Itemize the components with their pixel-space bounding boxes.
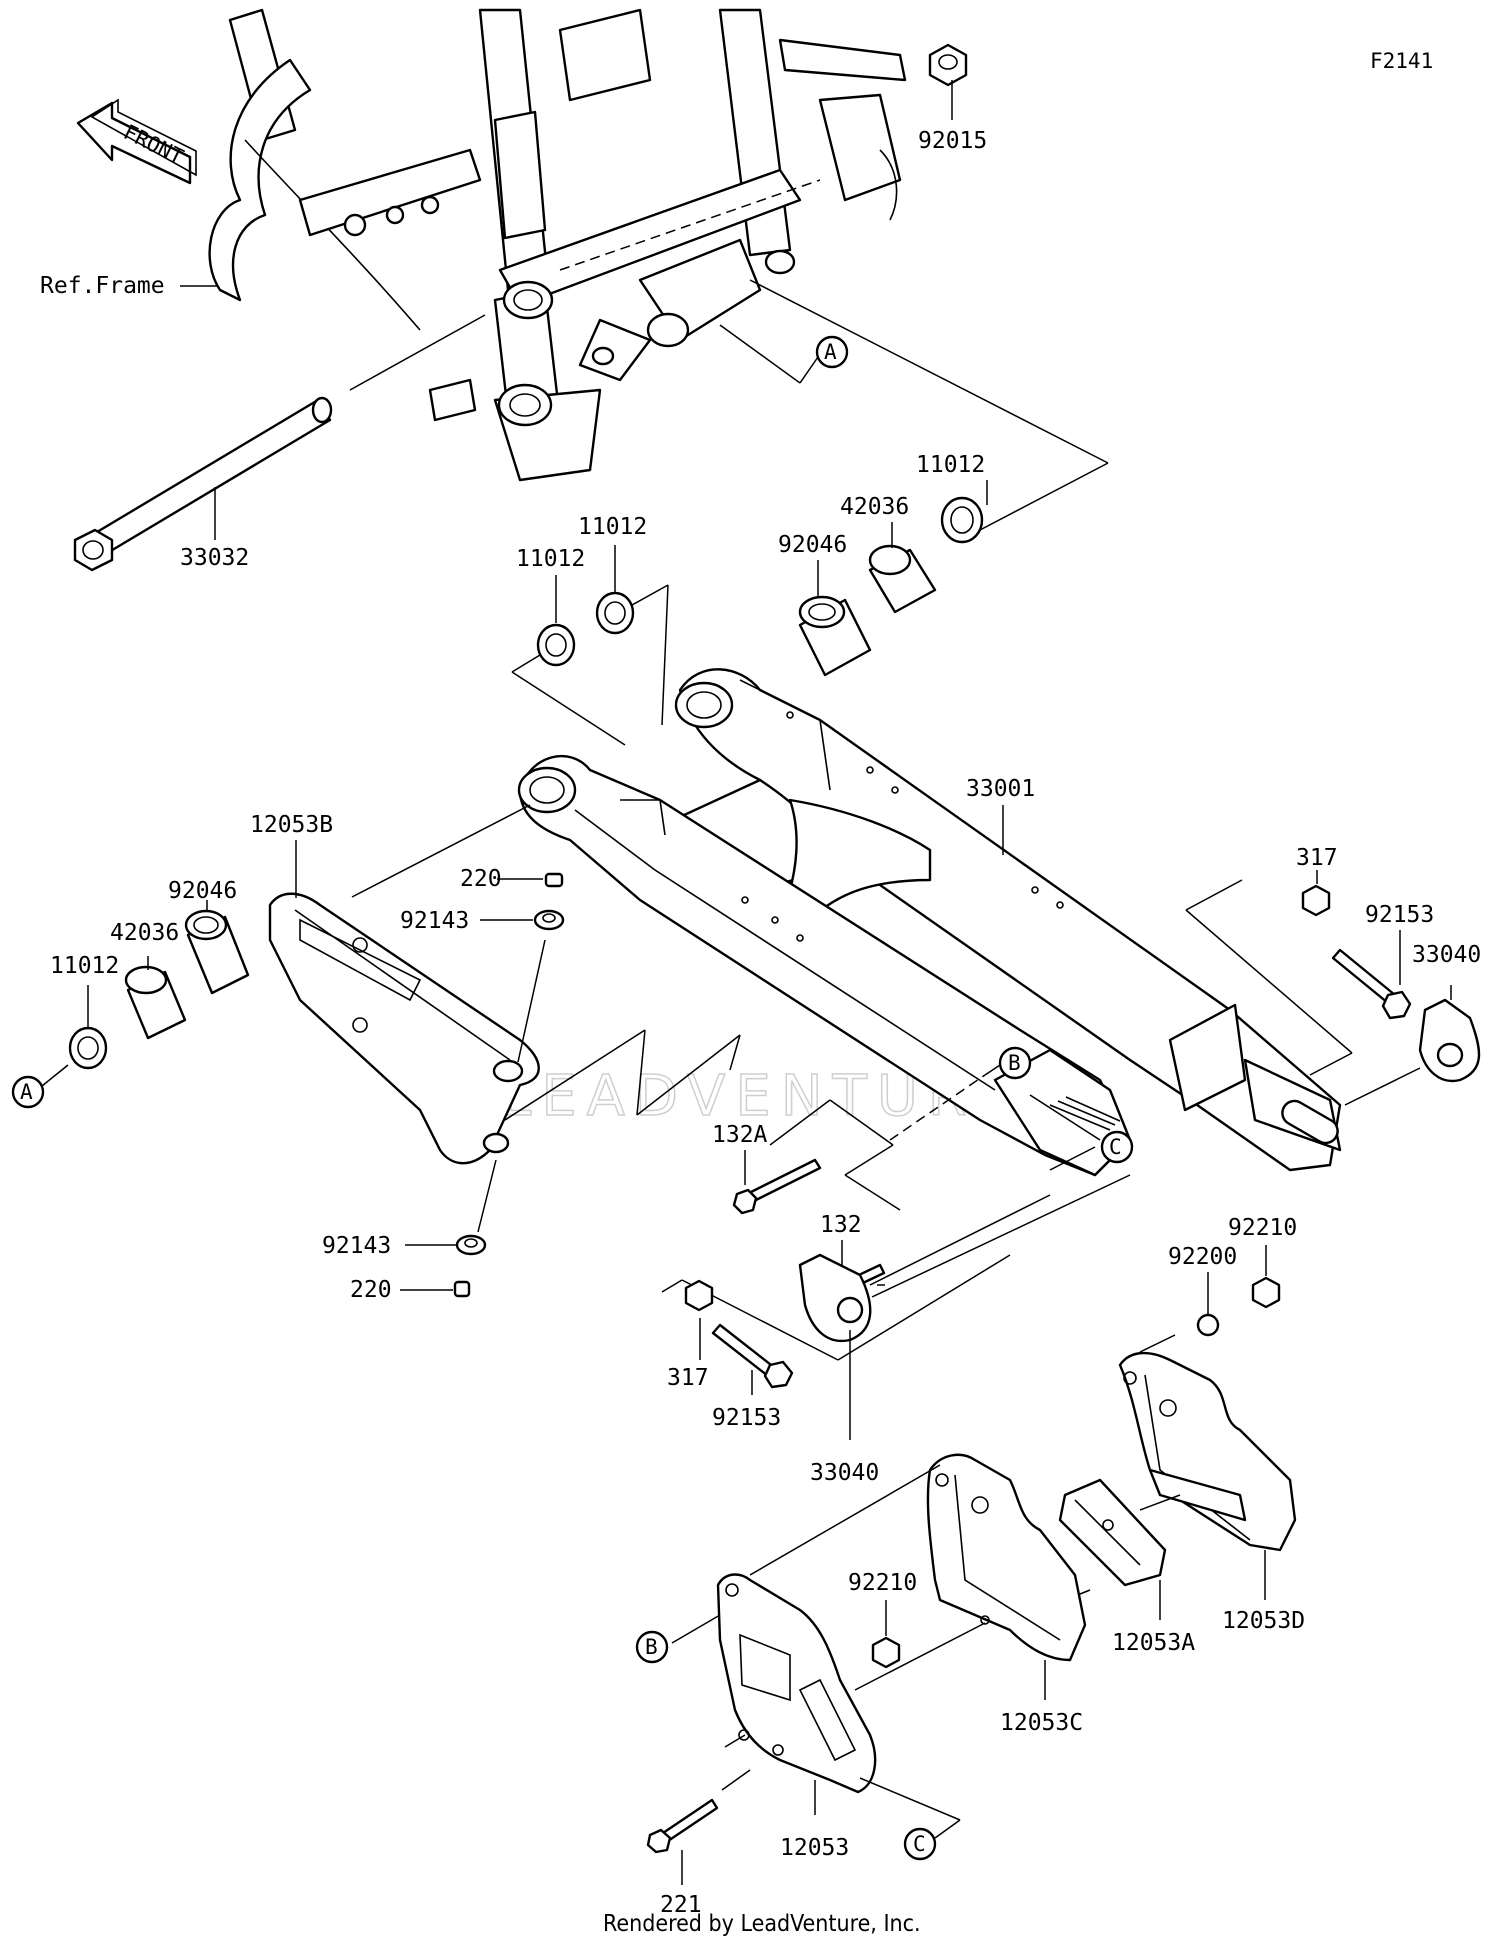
part-label-132A: 132A bbox=[712, 1122, 768, 1148]
part-label-12053B: 12053B bbox=[250, 812, 333, 838]
chain-slider-12053B bbox=[268, 892, 540, 1165]
part-label-11012-left: 11012 bbox=[516, 546, 585, 572]
callout-c-low: C bbox=[903, 1827, 937, 1861]
part-label-11012-right: 11012 bbox=[916, 452, 985, 478]
part-label-220-bottom: 220 bbox=[350, 1277, 392, 1303]
callout-a-left: A bbox=[11, 1075, 45, 1109]
svg-text:A: A bbox=[20, 1080, 33, 1104]
bolt-92153-left bbox=[711, 1323, 794, 1389]
nut-317-right bbox=[1301, 884, 1331, 917]
callout-a-top: A bbox=[815, 335, 849, 369]
bearing-92046-left bbox=[184, 909, 250, 995]
part-label-317-left: 317 bbox=[667, 1365, 709, 1391]
part-label-33032: 33032 bbox=[180, 545, 249, 571]
part-label-92210-right: 92210 bbox=[1228, 1215, 1297, 1241]
nut-92015 bbox=[928, 43, 968, 87]
part-label-92046-right: 92046 bbox=[778, 532, 847, 558]
part-label-92143-top: 92143 bbox=[400, 908, 469, 934]
part-label-33040-left: 33040 bbox=[810, 1460, 879, 1486]
bolt-132A bbox=[732, 1158, 822, 1215]
callout-b-mid: B bbox=[998, 1046, 1032, 1080]
part-label-92015: 92015 bbox=[918, 128, 987, 154]
axle-block-33040-right bbox=[1418, 998, 1481, 1083]
swingarm-33001 bbox=[517, 668, 1342, 1177]
pivot-shaft-33032 bbox=[73, 396, 333, 572]
callout-c-mid: C bbox=[1100, 1130, 1134, 1164]
part-label-33001: 33001 bbox=[966, 776, 1035, 802]
bolt-220-bottom bbox=[453, 1280, 471, 1298]
part-label-12053C: 12053C bbox=[1000, 1710, 1083, 1736]
svg-text:C: C bbox=[1109, 1135, 1122, 1159]
nut-92210-left bbox=[871, 1636, 901, 1669]
svg-text:B: B bbox=[1008, 1051, 1021, 1075]
part-label-92200: 92200 bbox=[1168, 1244, 1237, 1270]
bolt-221 bbox=[646, 1798, 719, 1854]
collar-42036-right bbox=[868, 544, 937, 614]
chain-guide-pad-12053A bbox=[1058, 1478, 1167, 1587]
part-label-12053: 12053 bbox=[780, 1835, 849, 1861]
seal-11012-far-left bbox=[68, 1026, 108, 1070]
washer-92200 bbox=[1196, 1313, 1220, 1337]
svg-text:B: B bbox=[645, 1635, 658, 1659]
part-label-92153-right: 92153 bbox=[1365, 902, 1434, 928]
bolt-220-top bbox=[544, 872, 564, 888]
frame-illustration bbox=[208, 8, 907, 482]
bolt-92153-right bbox=[1331, 948, 1412, 1020]
part-label-92153-left: 92153 bbox=[712, 1405, 781, 1431]
part-label-12053D: 12053D bbox=[1222, 1608, 1305, 1634]
seal-11012-right bbox=[940, 496, 984, 544]
nut-317-left bbox=[684, 1279, 714, 1312]
footer-credit: Rendered by LeadVenture, Inc. bbox=[603, 1911, 921, 1937]
part-label-92046-left: 92046 bbox=[168, 878, 237, 904]
axle-block-33040-left bbox=[798, 1253, 872, 1343]
frame-ref-label: Ref.Frame bbox=[40, 273, 165, 299]
bearing-92046-right bbox=[798, 595, 872, 677]
svg-text:C: C bbox=[913, 1832, 926, 1856]
part-label-11012-mid: 11012 bbox=[578, 514, 647, 540]
collar-42036-left bbox=[124, 965, 187, 1040]
front-arrow-icon: FRONT bbox=[76, 98, 197, 185]
diagram-code: F2141 bbox=[1370, 49, 1433, 73]
part-label-33040-right: 33040 bbox=[1412, 942, 1481, 968]
part-label-42036-left: 42036 bbox=[110, 920, 179, 946]
callout-b-low: B bbox=[635, 1630, 669, 1664]
washer-92143-bottom bbox=[455, 1234, 487, 1256]
nut-92210-right bbox=[1251, 1276, 1281, 1309]
svg-text:A: A bbox=[824, 340, 837, 364]
part-label-221: 221 bbox=[660, 1892, 702, 1918]
part-label-132: 132 bbox=[820, 1212, 862, 1238]
part-label-11012-far-left: 11012 bbox=[50, 953, 119, 979]
part-label-317-right: 317 bbox=[1296, 845, 1338, 871]
part-label-42036-right: 42036 bbox=[840, 494, 909, 520]
washer-92143-top bbox=[533, 909, 565, 931]
part-label-92210-left: 92210 bbox=[848, 1570, 917, 1596]
part-label-220-top: 220 bbox=[460, 866, 502, 892]
chain-guard-12053 bbox=[716, 1573, 877, 1794]
chain-guide-12053C bbox=[926, 1453, 1087, 1662]
chain-guide-12053D bbox=[1118, 1351, 1297, 1552]
part-label-92143-bottom: 92143 bbox=[322, 1233, 391, 1259]
seal-11012-left bbox=[536, 623, 576, 667]
part-label-12053A: 12053A bbox=[1112, 1630, 1195, 1656]
seal-11012-mid bbox=[595, 591, 635, 635]
